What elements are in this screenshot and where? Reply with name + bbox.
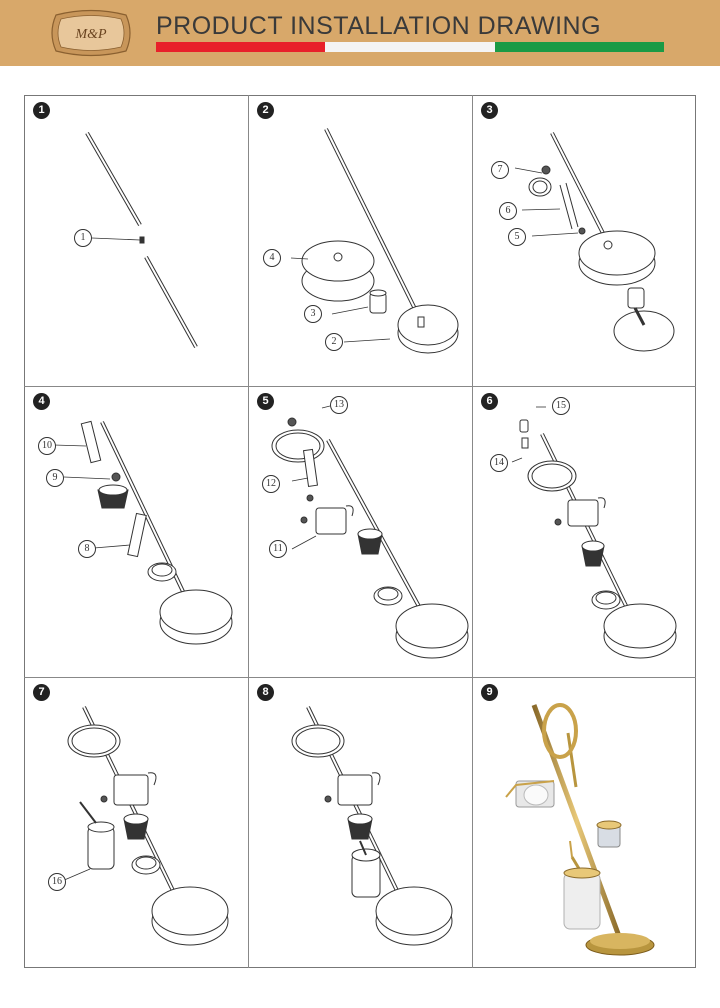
step-panel-7: 7 16 [24,677,248,968]
part-callout: 7 [491,161,509,179]
step-number-badge: 9 [481,684,498,701]
step-panel-2: 2 4 3 2 [248,95,472,386]
step-panel-9: 9 [472,677,696,968]
step-number-badge: 2 [257,102,274,119]
part-callout: 13 [330,396,348,414]
part-callout: 12 [262,475,280,493]
step-number-badge: 7 [33,684,50,701]
part-callout: 3 [304,305,322,323]
part-callout: 6 [499,202,517,220]
white-stripe [325,42,495,52]
step-7-drawing [61,706,229,946]
step-3-drawing [514,132,675,352]
step-panel-4: 4 10 9 8 [24,386,248,677]
green-stripe [494,42,664,52]
part-callout: 9 [46,469,64,487]
step-number-badge: 5 [257,393,274,410]
step-panel-5: 5 13 12 11 [248,386,472,677]
flag-stripes [156,42,664,52]
finished-product-illustration [505,703,655,956]
step-panel-3: 3 7 6 5 [472,95,696,386]
step-number-badge: 1 [33,102,50,119]
part-callout: 4 [263,249,281,267]
step-number-badge: 4 [33,393,50,410]
grid-divider [24,386,696,387]
part-callout: 14 [490,454,508,472]
step-2-drawing [290,128,459,354]
part-callout: 11 [269,540,287,558]
red-stripe [156,42,326,52]
part-callout: 15 [552,397,570,415]
part-callout: 2 [325,333,343,351]
part-callout: 1 [74,229,92,247]
step-number-badge: 8 [257,684,274,701]
step-4-drawing [53,420,233,645]
step-number-badge: 3 [481,102,498,119]
step-5-drawing [271,405,469,659]
step-panel-1: 1 1 [24,95,248,386]
step-number-badge: 6 [481,393,498,410]
header-banner: M&P PRODUCT INSTALLATION DRAWING [0,0,720,66]
part-callout: 16 [48,873,66,891]
grid-divider [248,95,249,968]
grid-divider [24,677,696,678]
logo-text: M&P [74,27,107,42]
part-callout: 10 [38,437,56,455]
brand-logo: M&P [51,9,131,57]
part-callout: 8 [78,540,96,558]
step-1-drawing [85,132,198,348]
grid-divider [472,95,473,968]
step-panel-8: 8 [248,677,472,968]
part-callout: 5 [508,228,526,246]
step-8-drawing [291,706,453,946]
page-title: PRODUCT INSTALLATION DRAWING [156,12,602,40]
step-panel-6: 6 15 14 [472,386,696,677]
step-6-drawing [511,406,677,659]
instruction-grid [24,95,696,968]
